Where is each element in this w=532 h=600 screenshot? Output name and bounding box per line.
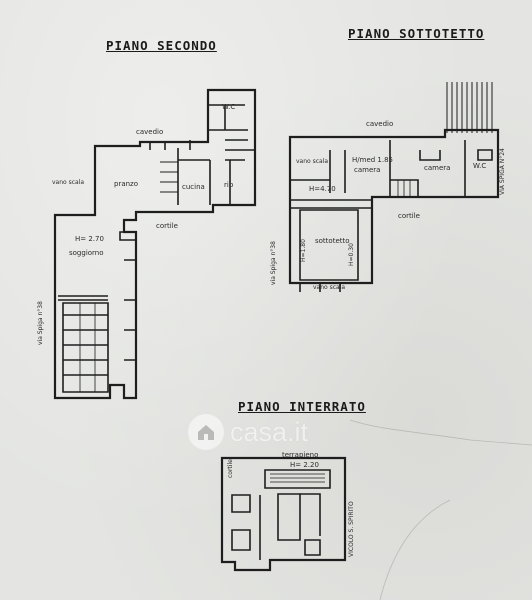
label-cortile-sottotetto: cortile	[398, 212, 420, 220]
title-piano-secondo: PIANO SECONDO	[106, 38, 217, 53]
label-pranzo: pranzo	[114, 180, 139, 188]
label-altezza-470: H=4.70	[309, 185, 336, 193]
label-vano-scala: vano scala	[52, 179, 85, 186]
label-sottotetto: sottotetto	[315, 237, 350, 245]
label-cortile: cortile	[156, 222, 178, 230]
label-terrapieno: terrapieno	[282, 451, 319, 459]
label-rip: rip	[224, 181, 234, 189]
label-cavedio-sottotetto: cavedio	[366, 120, 394, 128]
house-icon	[188, 414, 224, 450]
label-altezza-media: H/med 1.85	[352, 156, 394, 164]
label-camera-2: camera	[424, 164, 451, 172]
label-cavedio: cavedio	[136, 128, 164, 136]
label-vano-scala-top: vano scala	[296, 158, 329, 165]
label-altezza-interrato: H= 2.20	[290, 461, 319, 469]
label-soggiorno: soggiorno	[69, 249, 104, 257]
label-altezza: H= 2.70	[75, 235, 104, 243]
label-cucina: cucina	[182, 183, 205, 191]
label-via-spiga-24: VIA SPIGA N°24	[499, 148, 506, 195]
label-wc: W.C	[222, 103, 236, 111]
label-camera-1: camera	[354, 166, 381, 174]
label-vicolo-santo-spirito: VICOLO S. SPIRITO	[348, 501, 355, 557]
watermark-text: casa.it	[230, 416, 309, 447]
label-cortile-interrato: cortile	[227, 459, 234, 478]
label-via-spiga-38-sottotetto: via Spiga n°38	[270, 241, 277, 285]
label-h-low: H=1.80	[300, 239, 307, 262]
watermark: casa.it	[188, 412, 308, 452]
title-piano-sottotetto: PIANO SOTTOTETTO	[348, 26, 485, 41]
label-via-spiga-38: via Spiga n°38	[37, 301, 44, 345]
label-wc-sottotetto: W.C	[473, 162, 487, 170]
label-vano-scala-bottom: vano scala	[313, 284, 346, 291]
title-piano-interrato: PIANO INTERRATO	[238, 399, 366, 414]
label-h-high: H=0.30	[348, 243, 355, 266]
